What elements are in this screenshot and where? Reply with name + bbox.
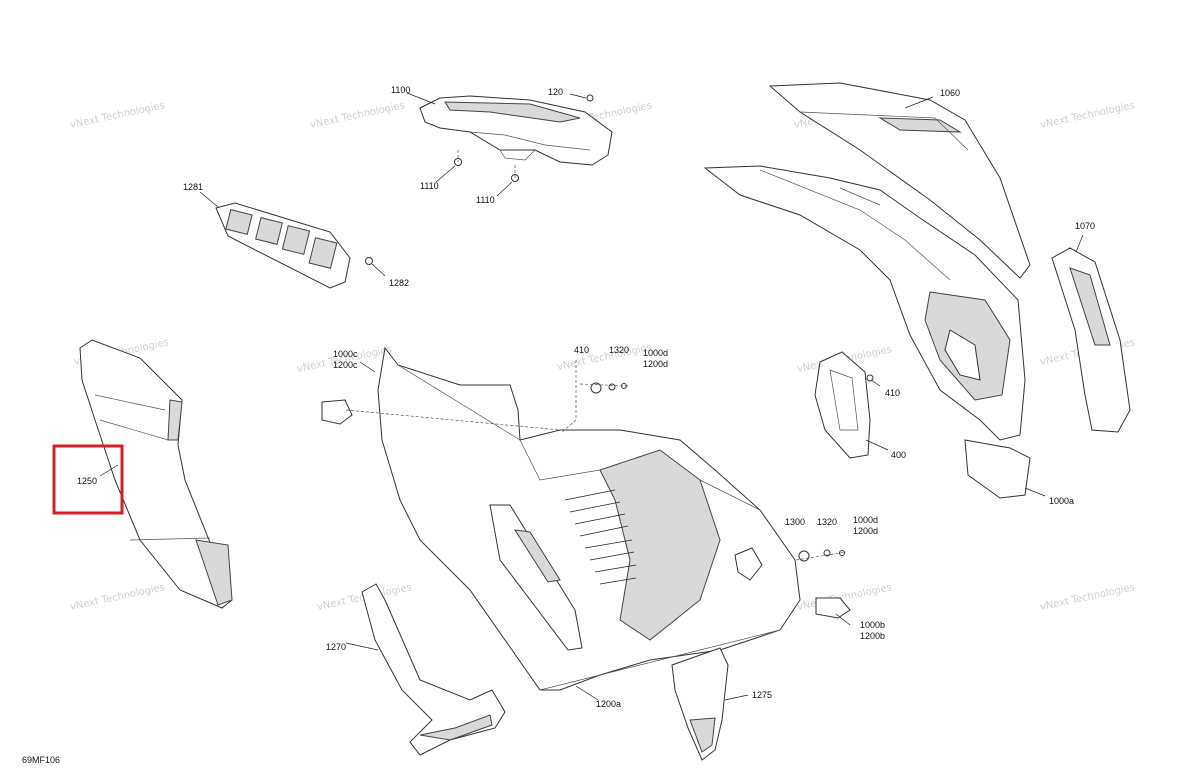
part-1320-washer-a[interactable] bbox=[608, 383, 616, 391]
watermark: vNext Technologies bbox=[309, 100, 406, 131]
callout-1275[interactable]: 1275 bbox=[752, 690, 772, 700]
watermark: vNext Technologies bbox=[69, 100, 166, 131]
part-1200a-lower-panel[interactable] bbox=[377, 346, 801, 691]
part-410-nut[interactable] bbox=[590, 382, 602, 394]
part-1300-grommet[interactable] bbox=[798, 550, 810, 562]
callout-1110-a[interactable]: 1110 bbox=[420, 181, 439, 191]
callout-410-b[interactable]: 410 bbox=[885, 388, 900, 398]
part-400-reflector[interactable] bbox=[814, 351, 871, 459]
callout-1000a[interactable]: 1000a bbox=[1049, 496, 1074, 506]
callout-1200d-b[interactable]: 1200d bbox=[853, 526, 878, 536]
callout-1320-a[interactable]: 1320 bbox=[609, 345, 629, 355]
callout-1000b[interactable]: 1000b bbox=[860, 620, 885, 630]
callout-1000d-b[interactable]: 1000d bbox=[853, 515, 878, 525]
part-1270-bracket[interactable] bbox=[361, 583, 506, 756]
part-1060-windshield[interactable] bbox=[768, 82, 1031, 279]
callout-1200b[interactable]: 1200b bbox=[860, 631, 885, 641]
part-1275-trim[interactable] bbox=[671, 647, 729, 761]
part-410-screw[interactable] bbox=[866, 374, 874, 382]
assembly-lines bbox=[345, 150, 847, 561]
part-1281-grille[interactable] bbox=[215, 202, 351, 289]
watermark: vNext Technologies bbox=[1039, 100, 1136, 131]
callout-1300[interactable]: 1300 bbox=[785, 517, 805, 527]
leader-lines bbox=[99, 92, 1084, 701]
watermark: vNext Technologies bbox=[556, 342, 653, 373]
part-1000a-side-panel[interactable] bbox=[703, 165, 1031, 499]
watermark: vNext Technologies bbox=[69, 582, 166, 613]
callout-410-a[interactable]: 410 bbox=[574, 345, 589, 355]
callout-1110-b[interactable]: 1110 bbox=[476, 195, 495, 205]
callout-1281[interactable]: 1281 bbox=[183, 182, 203, 192]
callout-1000d-a[interactable]: 1000d bbox=[643, 348, 668, 358]
callout-120[interactable]: 120 bbox=[548, 87, 563, 97]
part-1070-trim[interactable] bbox=[1051, 247, 1131, 433]
part-1000c-1200c-clip[interactable] bbox=[321, 399, 353, 425]
vent-slots bbox=[564, 489, 637, 585]
callout-1200a[interactable]: 1200a bbox=[596, 699, 621, 709]
callout-1000c[interactable]: 1000c bbox=[333, 349, 358, 359]
callout-1100[interactable]: 1100 bbox=[391, 85, 410, 95]
callout-1060[interactable]: 1060 bbox=[940, 88, 960, 98]
highlight-box[interactable] bbox=[52, 444, 124, 515]
diagram-code: 69MF106 bbox=[22, 755, 60, 765]
part-1000b-1200b-clip[interactable] bbox=[815, 597, 851, 619]
callout-400[interactable]: 400 bbox=[891, 450, 906, 460]
callout-1200c[interactable]: 1200c bbox=[333, 360, 358, 370]
part-1000d-1200d-screw-b[interactable] bbox=[839, 550, 845, 556]
callout-1250[interactable]: 1250 bbox=[77, 476, 97, 486]
callout-1270[interactable]: 1270 bbox=[326, 642, 346, 652]
callout-labels: 1100 120 1110 1110 1060 1281 1282 1070 1… bbox=[77, 85, 1095, 709]
callout-1282[interactable]: 1282 bbox=[389, 278, 409, 288]
callout-1200d-a[interactable]: 1200d bbox=[643, 359, 668, 369]
callout-1070[interactable]: 1070 bbox=[1075, 221, 1095, 231]
callout-1320-b[interactable]: 1320 bbox=[817, 517, 837, 527]
part-1250-panel[interactable] bbox=[79, 339, 233, 609]
part-120-clip[interactable] bbox=[586, 94, 594, 102]
part-1100-bracket[interactable] bbox=[419, 95, 613, 166]
part-1282-screw[interactable] bbox=[365, 257, 373, 265]
watermark: vNext Technologies bbox=[1039, 582, 1136, 613]
